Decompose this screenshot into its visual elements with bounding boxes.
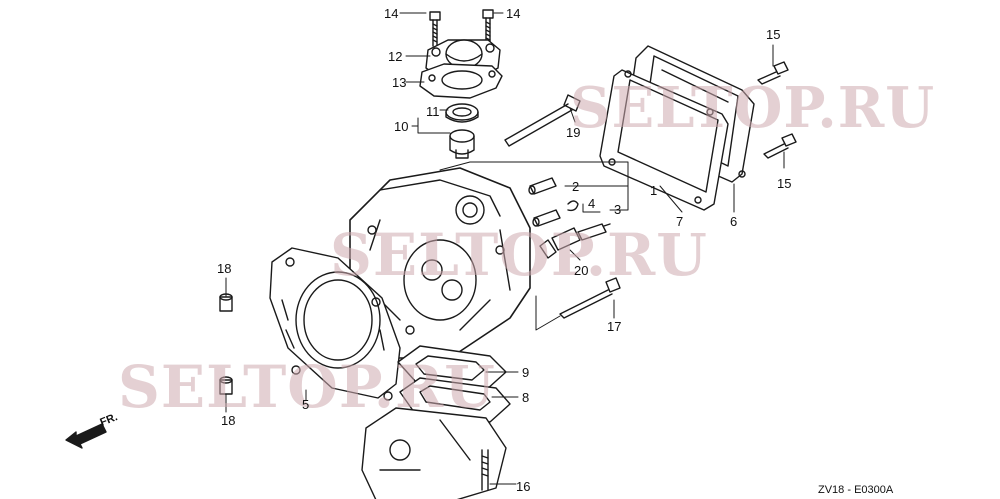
seal-ring <box>445 103 479 123</box>
callout-12: 12 <box>388 49 403 64</box>
bolt-14-left <box>429 11 441 47</box>
callout-18-upper: 18 <box>217 261 232 276</box>
lower-housing <box>361 407 507 499</box>
leader-lines <box>225 12 785 485</box>
callout-2: 2 <box>572 179 580 194</box>
thermostat-gasket <box>419 63 503 99</box>
callout-8: 8 <box>522 390 530 405</box>
callout-10: 10 <box>394 119 409 134</box>
callout-20: 20 <box>574 263 589 278</box>
bolt-14-right <box>482 9 494 45</box>
bolt-19 <box>504 94 581 147</box>
callout-1: 1 <box>650 183 658 198</box>
thermostat <box>449 129 475 159</box>
callout-3: 3 <box>614 202 622 217</box>
callout-7: 7 <box>676 214 684 229</box>
spark-plug <box>539 223 611 259</box>
dowel-pin-upper <box>528 177 557 195</box>
dowel-18-upper <box>219 293 233 312</box>
diagram-code: ZV18 - E0300A <box>818 484 894 496</box>
callout-13: 13 <box>392 75 407 90</box>
callout-15-lower: 15 <box>777 176 792 191</box>
callout-14-right: 14 <box>506 6 521 21</box>
callout-14-left: 14 <box>384 6 399 21</box>
callout-19: 19 <box>566 125 581 140</box>
bolt-17 <box>559 277 621 319</box>
callout-4: 4 <box>588 196 596 211</box>
bolt-15-lower <box>763 133 797 159</box>
front-direction-arrow <box>65 423 107 449</box>
stud-16 <box>481 449 489 491</box>
callout-18-lower: 18 <box>221 413 236 428</box>
watermark-top: SELTOP.RU <box>570 75 936 141</box>
callout-6: 6 <box>730 214 738 229</box>
callout-9: 9 <box>522 365 530 380</box>
callout-15-upper: 15 <box>766 27 781 42</box>
head-gasket <box>269 247 401 401</box>
callout-11: 11 <box>426 104 440 119</box>
callout-16: 16 <box>516 479 531 494</box>
dowel-pin-lower <box>532 209 561 227</box>
clip-ring <box>567 200 579 212</box>
watermark-middle: SELTOP.RU <box>330 221 708 289</box>
callout-17: 17 <box>607 319 622 334</box>
watermark-bottom: SELTOP.RU <box>118 353 496 421</box>
callout-5: 5 <box>302 397 310 412</box>
bolt-15-upper <box>757 61 789 85</box>
